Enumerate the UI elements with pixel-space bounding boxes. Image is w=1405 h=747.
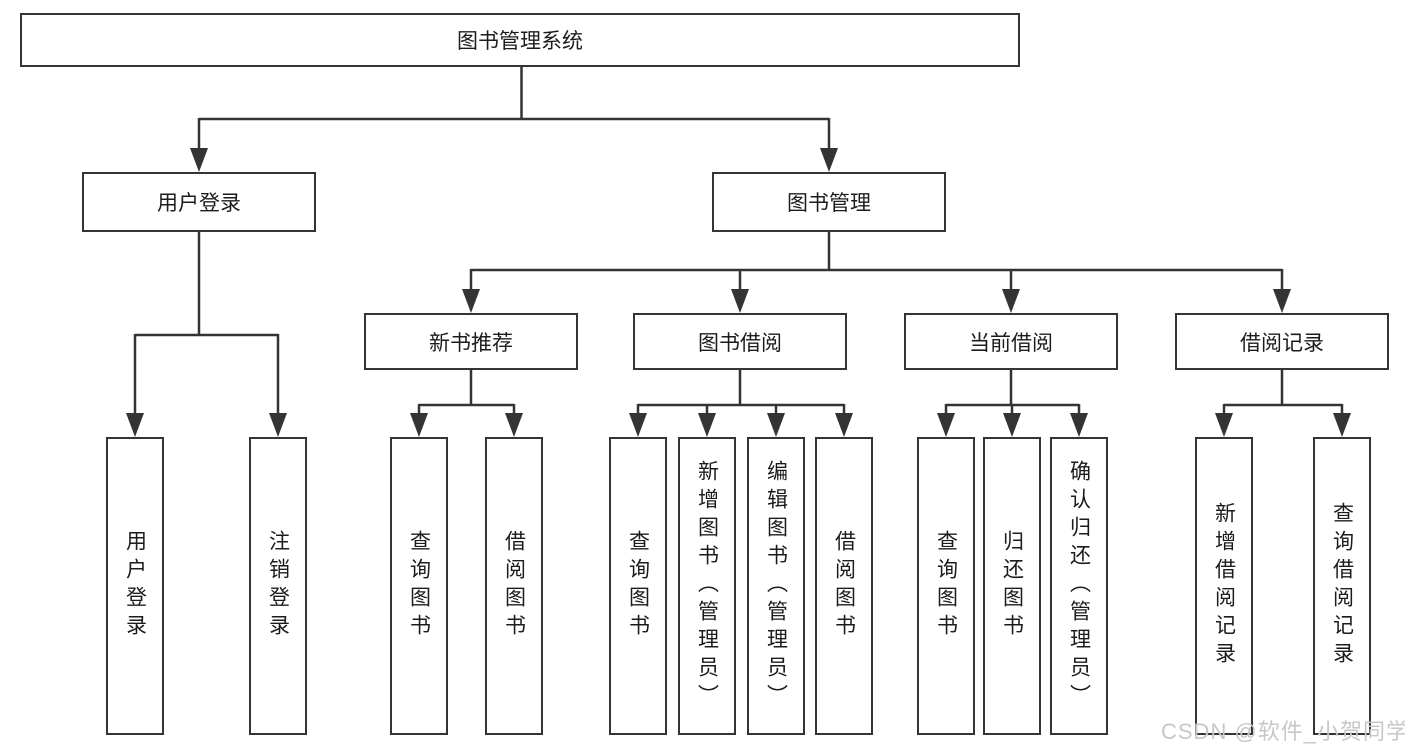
- node-leaf-query-book-recommend-label: 查询图书: [407, 530, 431, 642]
- node-leaf-return-book-label: 归还图书: [1000, 530, 1024, 642]
- node-leaf-edit-book-admin-label: 编辑图书（管理员）: [764, 460, 788, 712]
- watermark: CSDN @软件_小贺同学: [1161, 719, 1405, 744]
- node-leaf-borrow-book-recommend: 借阅图书: [485, 437, 543, 735]
- node-leaf-query-book-current: 查询图书: [917, 437, 975, 735]
- node-leaf-confirm-return-admin-label: 确认归还（管理员）: [1067, 460, 1091, 712]
- node-new-book-recommend: 新书推荐: [364, 313, 578, 370]
- node-leaf-borrow-book-recommend-label: 借阅图书: [502, 530, 526, 642]
- node-leaf-return-book: 归还图书: [983, 437, 1041, 735]
- node-leaf-query-book-recommend: 查询图书: [390, 437, 448, 735]
- node-borrow-record: 借阅记录: [1175, 313, 1389, 370]
- node-current-borrow-label: 当前借阅: [969, 331, 1053, 355]
- node-borrow-record-label: 借阅记录: [1240, 331, 1324, 355]
- node-leaf-borrow-book: 借阅图书: [815, 437, 873, 735]
- node-leaf-logout-label: 注销登录: [266, 530, 290, 642]
- node-user-login: 用户登录: [82, 172, 316, 232]
- node-leaf-query-book-current-label: 查询图书: [934, 530, 958, 642]
- node-leaf-logout: 注销登录: [249, 437, 307, 735]
- node-leaf-user-login: 用户登录: [106, 437, 164, 735]
- node-leaf-query-book-borrow: 查询图书: [609, 437, 667, 735]
- node-current-borrow: 当前借阅: [904, 313, 1118, 370]
- node-leaf-query-book-borrow-label: 查询图书: [626, 530, 650, 642]
- node-leaf-add-borrow-record: 新增借阅记录: [1195, 437, 1253, 735]
- node-new-book-recommend-label: 新书推荐: [429, 331, 513, 355]
- node-leaf-borrow-book-label: 借阅图书: [832, 530, 856, 642]
- node-book-borrow-label: 图书借阅: [698, 331, 782, 355]
- node-leaf-add-borrow-record-label: 新增借阅记录: [1212, 502, 1236, 670]
- node-leaf-confirm-return-admin: 确认归还（管理员）: [1050, 437, 1108, 735]
- node-book-management-label: 图书管理: [787, 192, 871, 215]
- node-leaf-query-borrow-record: 查询借阅记录: [1313, 437, 1371, 735]
- node-root-label: 图书管理系统: [457, 30, 583, 53]
- node-root: 图书管理系统: [20, 13, 1020, 67]
- node-leaf-user-login-label: 用户登录: [123, 530, 147, 642]
- node-leaf-add-book-admin-label: 新增图书（管理员）: [695, 460, 719, 712]
- node-leaf-query-borrow-record-label: 查询借阅记录: [1330, 502, 1354, 670]
- node-leaf-edit-book-admin: 编辑图书（管理员）: [747, 437, 805, 735]
- node-book-borrow: 图书借阅: [633, 313, 847, 370]
- node-book-management: 图书管理: [712, 172, 946, 232]
- node-leaf-add-book-admin: 新增图书（管理员）: [678, 437, 736, 735]
- node-user-login-label: 用户登录: [157, 192, 241, 215]
